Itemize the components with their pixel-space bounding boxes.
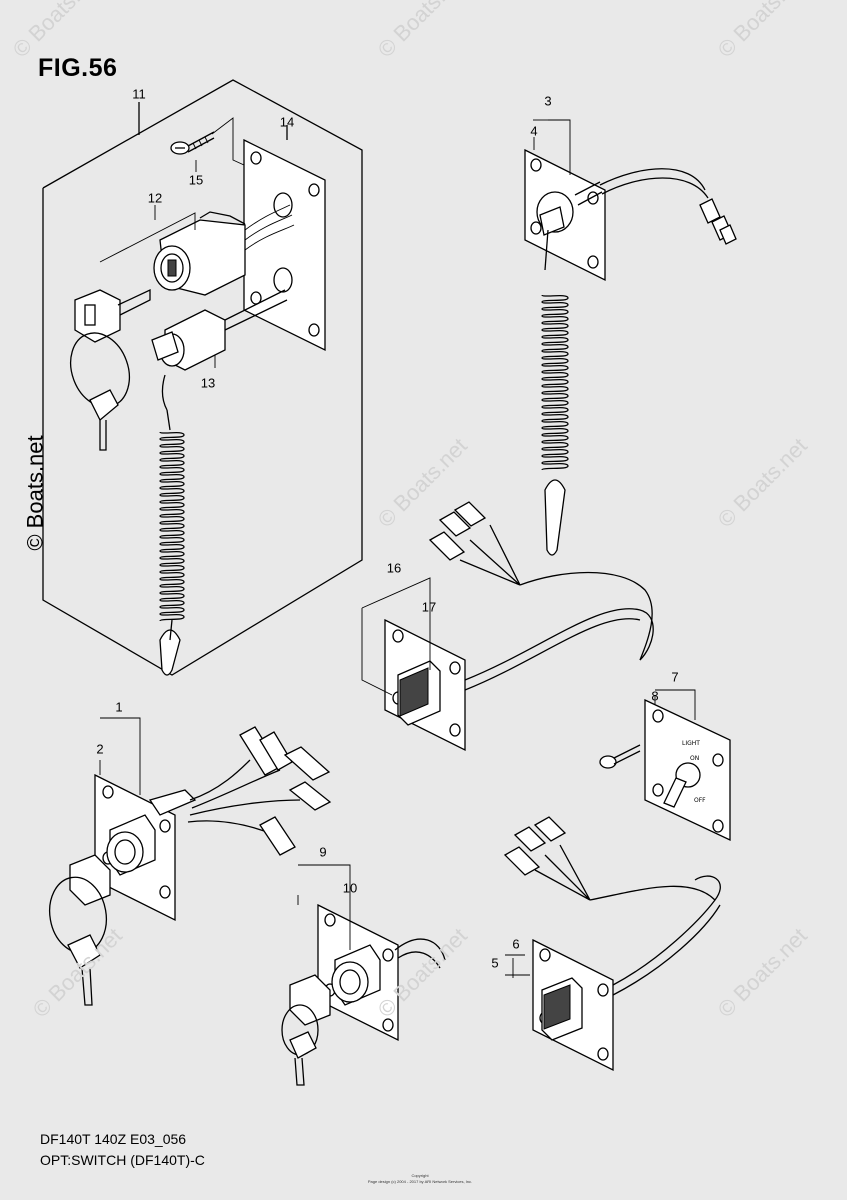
callout-7: 7 <box>671 669 679 685</box>
off-label: OFF <box>694 797 706 804</box>
switch-16-17 <box>361 501 654 752</box>
ignition-switch-9-10 <box>281 864 446 1086</box>
mounting-plate-14 <box>243 125 326 352</box>
callout-11: 11 <box>132 86 146 102</box>
footer-model: DF140T 140Z E03_056 <box>40 1131 187 1147</box>
callout-3: 3 <box>544 93 552 109</box>
callout-15: 15 <box>188 172 204 188</box>
callout-14: 14 <box>279 114 295 130</box>
callout-8: 8 <box>651 688 659 704</box>
callout-12: 12 <box>147 190 163 206</box>
kit-box-11 <box>42 79 363 676</box>
light-label: LIGHT <box>682 740 700 747</box>
callout-4: 4 <box>530 123 538 139</box>
figure-title: FIG.56 <box>38 54 118 82</box>
callout-13: 13 <box>200 375 216 391</box>
stop-switch-13 <box>151 289 288 431</box>
copyright-title: Copyright <box>411 1173 429 1178</box>
footer-description: OPT:SWITCH (DF140T)-C <box>40 1152 205 1168</box>
callout-5: 5 <box>491 955 499 971</box>
coiled-lanyard-3 <box>541 294 569 556</box>
callout-2: 2 <box>96 741 104 757</box>
light-switch-panel-7-8: LIGHT ON OFF <box>599 689 731 842</box>
key-ring-12 <box>70 288 151 451</box>
copyright-text: Page design (c) 2004 - 2017 by ARI Netwo… <box>367 1179 473 1184</box>
watermark-left: © Boats.net <box>22 435 48 551</box>
stop-switch-plate-3-4 <box>524 119 737 282</box>
screw-15 <box>170 117 245 172</box>
callout-1: 1 <box>115 699 123 715</box>
coiled-lanyard-13 <box>159 431 185 676</box>
callout-6: 6 <box>512 936 520 952</box>
on-label: ON <box>690 755 699 762</box>
callout-17: 17 <box>421 599 437 615</box>
callout-9: 9 <box>319 844 327 860</box>
ignition-switch-12 <box>99 204 295 296</box>
callout-10: 10 <box>342 880 358 896</box>
callout-16: 16 <box>386 560 402 576</box>
rocker-switch-5-6 <box>503 816 721 1072</box>
ignition-switch-1-2 <box>48 717 332 1006</box>
